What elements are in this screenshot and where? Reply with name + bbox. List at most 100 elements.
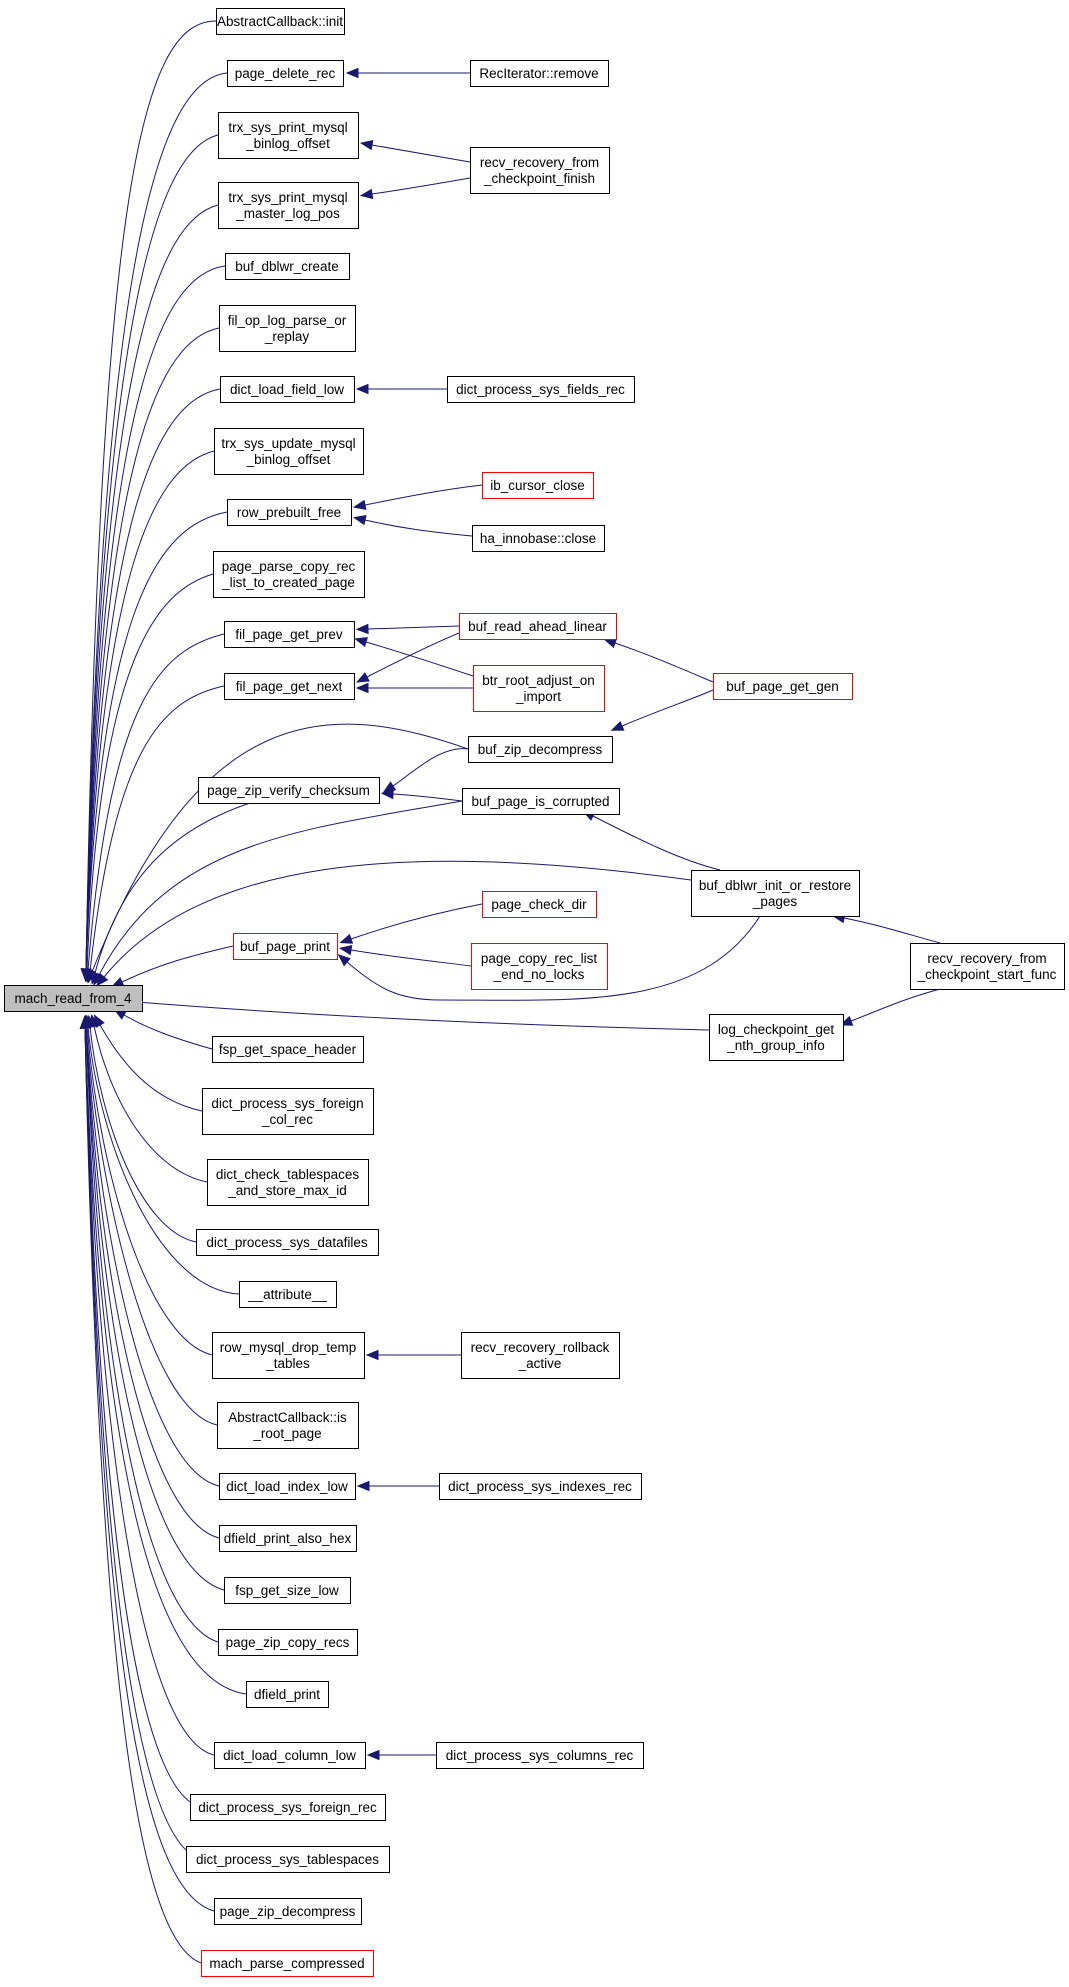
edge-n31-to-root [93,1014,203,1112]
function-node[interactable]: dict_process_sys_indexes_rec [439,1473,642,1500]
node-label: _binlog_offset [246,452,331,467]
function-node[interactable]: row_mysql_drop_temp_tables [212,1332,365,1379]
node-box [214,428,364,475]
node-label: buf_page_print [240,939,330,954]
edge-n28-to-n24 [831,912,941,944]
node-label: recv_recovery_from [480,155,599,170]
node-box [713,673,853,700]
function-node[interactable]: AbstractCallback::init [216,8,345,35]
node-label: buf_page_is_corrupted [471,794,609,809]
edge-n47-to-root [79,1015,201,1860]
function-node[interactable]: buf_dblwr_create [225,253,350,280]
function-node[interactable]: page_parse_copy_rec_list_to_created_page [213,551,365,598]
function-node[interactable]: fil_page_get_prev [224,621,355,648]
function-node[interactable]: buf_read_ahead_linear [459,613,617,640]
edge-n15-to-root [81,573,214,983]
edge-n8-to-root [80,327,220,982]
function-node[interactable]: page_zip_copy_recs [218,1629,358,1656]
node-label: AbstractCallback::init [217,14,343,29]
node-box [468,736,613,763]
function-node[interactable]: log_checkpoint_get_nth_group_info [709,1014,844,1061]
function-node[interactable]: page_zip_decompress [214,1898,362,1925]
edge-n21-to-n22 [382,748,469,793]
function-node[interactable]: recv_recovery_rollback_active [461,1332,620,1379]
function-node[interactable]: dict_check_tablespaces_and_store_max_id [207,1159,369,1206]
edge-n3-to-n2 [345,67,470,79]
edge-n28-to-n29 [839,988,941,1026]
function-node[interactable]: fil_page_get_next [224,673,355,700]
node-label: recv_recovery_rollback [471,1340,610,1355]
node-box [186,1846,390,1873]
function-node[interactable]: buf_page_is_corrupted [462,788,620,815]
function-node[interactable]: dict_process_sys_datafiles [196,1229,379,1256]
node-box [439,1473,642,1500]
node-label: dict_process_sys_indexes_rec [448,1479,632,1494]
function-node[interactable]: dict_load_index_low [219,1473,356,1500]
function-node[interactable]: RecIterator::remove [470,60,609,87]
function-node[interactable]: trx_sys_print_mysql_binlog_offset [218,112,359,159]
function-node[interactable]: dict_process_sys_fields_rec [447,376,635,403]
arrowhead [610,720,625,731]
edge-n26-to-n25 [339,903,483,944]
function-node[interactable]: buf_dblwr_init_or_restore_pages [691,870,860,917]
function-node[interactable]: __attribute__ [239,1281,337,1308]
edge-n17-to-n16 [355,623,460,635]
node-label: fil_op_log_parse_or [228,313,347,328]
node-label: dict_process_sys_fields_rec [456,382,625,397]
function-node[interactable]: trx_sys_update_mysql_binlog_offset [214,428,364,475]
node-box [473,665,605,712]
edge-n33-to-root [84,1014,197,1243]
function-node[interactable]: dict_process_sys_tablespaces [186,1846,390,1873]
node-box [224,621,355,648]
function-node[interactable]: dict_process_sys_foreign_col_rec [202,1088,374,1135]
function-node[interactable]: buf_zip_decompress [468,736,613,763]
edge-n30-to-root [113,1008,213,1050]
function-node[interactable]: dfield_print_also_hex [219,1525,357,1552]
node-label: trx_sys_update_mysql [221,436,355,451]
function-node[interactable]: page_zip_verify_checksum [198,777,380,804]
node-label: btr_root_adjust_on [482,673,595,688]
function-node[interactable]: buf_page_print [233,933,338,960]
arrowhead [356,1480,370,1492]
function-node[interactable]: page_check_dir [482,891,597,918]
function-node[interactable]: dict_load_column_low [214,1742,366,1769]
node-label: dict_process_sys_datafiles [206,1235,368,1250]
function-node[interactable]: fsp_get_space_header [212,1036,364,1063]
node-label: _col_rec [261,1112,313,1127]
function-node[interactable]: page_delete_rec [227,60,344,87]
node-box [709,1014,844,1061]
function-node[interactable]: AbstractCallback::is_root_page [217,1402,359,1449]
node-label: _replay [264,329,310,344]
function-node[interactable]: dict_load_field_low [220,376,355,403]
node-box [4,985,143,1012]
arrowhead [359,188,374,200]
node-box [470,60,609,87]
function-node[interactable]: page_copy_rec_list_end_no_locks [471,943,608,990]
arrowhead [359,139,374,151]
function-node[interactable]: dict_process_sys_foreign_rec [190,1794,386,1821]
node-label: page_parse_copy_rec [222,559,356,574]
function-node[interactable]: mach_parse_compressed [201,1950,374,1977]
function-node[interactable]: recv_recovery_from_checkpoint_finish [470,147,610,194]
function-node[interactable]: recv_recovery_from_checkpoint_start_func [910,943,1065,990]
node-box [224,1577,351,1604]
function-node[interactable]: fsp_get_size_low [224,1577,351,1604]
arrowhead [96,973,109,987]
function-node[interactable]: dfield_print [246,1681,329,1708]
function-node[interactable]: buf_page_get_gen [713,673,853,700]
function-node[interactable]: btr_root_adjust_on_import [473,665,605,712]
function-node[interactable]: ib_cursor_close [482,472,594,499]
arrowhead [365,1349,379,1361]
node-label: dfield_print_also_hex [224,1531,352,1546]
function-node[interactable]: trx_sys_print_mysql_master_log_pos [218,182,359,229]
node-label: _pages [752,894,798,909]
function-node[interactable]: ha_innobase::close [472,525,605,552]
root-node[interactable]: mach_read_from_4 [4,985,143,1012]
node-label: page_copy_rec_list [481,951,598,966]
node-box [212,1036,364,1063]
node-box [201,1950,374,1977]
function-node[interactable]: fil_op_log_parse_or_replay [219,305,356,352]
function-node[interactable]: dict_process_sys_columns_rec [436,1742,644,1769]
function-node[interactable]: row_prebuilt_free [227,499,352,526]
